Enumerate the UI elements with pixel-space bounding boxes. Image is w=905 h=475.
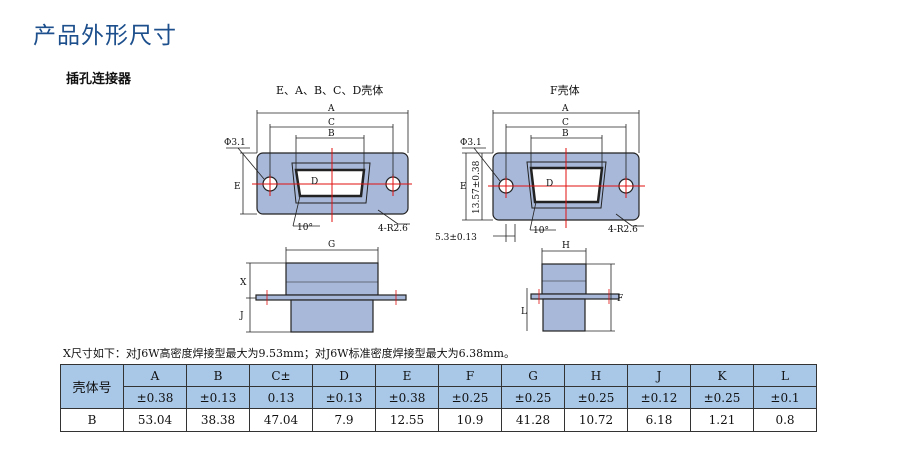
technical-drawing: A C B Φ3.1 E D 4-R2.6 10° G X J A C B Φ3…	[224, 104, 645, 333]
col-F: F	[438, 364, 502, 387]
label-angle-right: 10°	[533, 226, 549, 236]
label-E-left: E	[234, 182, 241, 192]
dimension-table: 壳体号 A B C± D E F G H J K L ±0.38 ±0.13 0…	[60, 364, 817, 432]
label-E-right: E	[460, 182, 467, 192]
tol-H: ±0.25	[564, 386, 628, 409]
tol-K: ±0.25	[690, 386, 754, 409]
cell-value: 10.9	[438, 408, 502, 432]
left-d-opening	[294, 168, 366, 198]
tol-A: ±0.38	[123, 386, 187, 409]
table-header-shell: 壳体号	[60, 364, 124, 409]
col-K: K	[690, 364, 754, 387]
tol-C: 0.13	[249, 386, 313, 409]
tol-L: ±0.1	[753, 386, 817, 409]
tol-G: ±0.25	[501, 386, 565, 409]
label-F: F	[617, 294, 623, 304]
label-radius-left: 4-R2.6	[378, 224, 408, 234]
label-B: B	[328, 129, 335, 139]
section-title: 插孔连接器	[66, 72, 132, 87]
col-D: D	[312, 364, 376, 387]
label-D-left: D	[311, 177, 318, 187]
cell-value: 7.9	[312, 408, 376, 432]
cell-value: 53.04	[123, 408, 187, 432]
cell-shell: B	[60, 408, 124, 432]
label-L: L	[521, 307, 527, 317]
tol-E: ±0.38	[375, 386, 439, 409]
cell-value: 0.8	[753, 408, 817, 432]
label-X: X	[240, 278, 247, 288]
cell-value: 47.04	[249, 408, 313, 432]
label-J: J	[239, 311, 244, 321]
label-D-right: D	[546, 179, 553, 189]
cell-value: 12.55	[375, 408, 439, 432]
tol-J: ±0.12	[627, 386, 691, 409]
label-tol-dim: 5.3±0.13	[435, 233, 477, 243]
cell-value: 10.72	[564, 408, 628, 432]
label-G: G	[328, 240, 335, 250]
label-A: A	[327, 104, 335, 114]
col-E: E	[375, 364, 439, 387]
cell-value: 41.28	[501, 408, 565, 432]
col-C: C±	[249, 364, 313, 387]
label-H: H	[562, 241, 570, 251]
col-J: J	[627, 364, 691, 387]
cell-value: 38.38	[186, 408, 250, 432]
col-G: G	[501, 364, 565, 387]
label-angle-left: 10°	[297, 223, 313, 233]
label-phi-left: Φ3.1	[224, 138, 246, 148]
page-title: 产品外形尺寸	[33, 23, 177, 49]
col-H: H	[564, 364, 628, 387]
table-row: B 53.04 38.38 47.04 7.9 12.55 10.9 41.28…	[60, 408, 817, 432]
label-radius-right: 4-R2.6	[608, 225, 638, 235]
tol-B: ±0.13	[186, 386, 250, 409]
cell-value: 1.21	[690, 408, 754, 432]
label-B-right: B	[562, 129, 569, 139]
label-C: C	[328, 118, 335, 128]
caption-right: F壳体	[550, 84, 580, 97]
label-C-right: C	[562, 118, 569, 128]
x-dimension-note: X尺寸如下：对J6W高密度焊接型最大为9.53mm；对J6W标准密度焊接型最大为…	[63, 347, 515, 360]
label-tol-E: 13.57±0.38	[472, 160, 482, 214]
tol-F: ±0.25	[438, 386, 502, 409]
tol-D: ±0.13	[312, 386, 376, 409]
col-L: L	[753, 364, 817, 387]
label-phi-right: Φ3.1	[460, 138, 482, 148]
caption-left: E、A、B、C、D壳体	[276, 84, 384, 97]
col-A: A	[123, 364, 187, 387]
cell-value: 6.18	[627, 408, 691, 432]
label-A-right: A	[561, 104, 569, 114]
col-B: B	[186, 364, 250, 387]
